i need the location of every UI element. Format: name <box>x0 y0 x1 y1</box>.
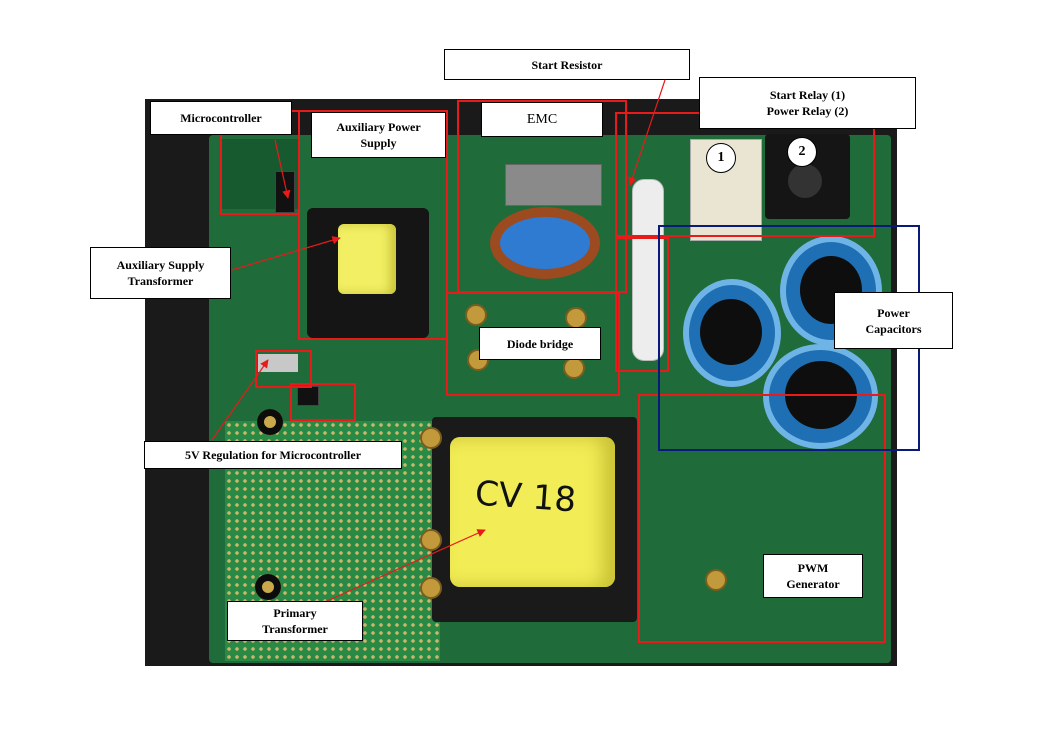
badge-start-relay: 1 <box>706 143 736 173</box>
mounting-hole <box>257 409 283 435</box>
label-auxiliary-power-supply: Auxiliary Power Supply <box>311 112 446 158</box>
screw <box>420 427 442 449</box>
diode-bridge-region <box>446 292 620 396</box>
pwm-generator-region <box>638 394 886 643</box>
label-primary-transformer: Primary Transformer <box>227 601 363 641</box>
emc-toroid-inductor <box>490 207 600 279</box>
label-start-resistor: Start Resistor <box>444 49 690 80</box>
start-resistor-region <box>615 237 669 372</box>
label-5v-regulation: 5V Regulation for Microcontroller <box>144 441 402 469</box>
label-relays: Start Relay (1) Power Relay (2) <box>699 77 916 129</box>
label-emc: EMC <box>481 102 603 137</box>
emc-capacitor <box>505 164 602 206</box>
power-capacitor-1-top <box>700 299 762 365</box>
badge-power-relay: 2 <box>787 137 817 167</box>
auxiliary-power-supply-region <box>298 110 448 340</box>
arrow-microcontroller <box>274 139 291 199</box>
screw <box>465 304 487 326</box>
label-auxiliary-supply-transformer: Auxiliary Supply Transformer <box>90 247 231 299</box>
power-relay-knob <box>788 164 822 198</box>
label-diode-bridge: Diode bridge <box>479 327 601 360</box>
label-pwm-generator: PWM Generator <box>763 554 863 598</box>
aux-transformer-bobbin <box>338 224 396 294</box>
primary-transformer-bobbin <box>450 437 615 587</box>
screw <box>705 569 727 591</box>
screw <box>420 577 442 599</box>
arrow-aux-transformer <box>224 236 341 273</box>
label-microcontroller: Microcontroller <box>150 101 292 135</box>
5v-regulation-region-1 <box>255 350 312 388</box>
screw <box>420 529 442 551</box>
mounting-hole <box>255 574 281 600</box>
5v-regulation-region-2 <box>290 383 356 421</box>
arrow-primary-transformer <box>317 529 486 606</box>
arrow-start-resistor <box>628 79 666 186</box>
arrow-5v-regulation <box>211 359 269 441</box>
label-power-capacitors: Power Capacitors <box>834 292 953 349</box>
